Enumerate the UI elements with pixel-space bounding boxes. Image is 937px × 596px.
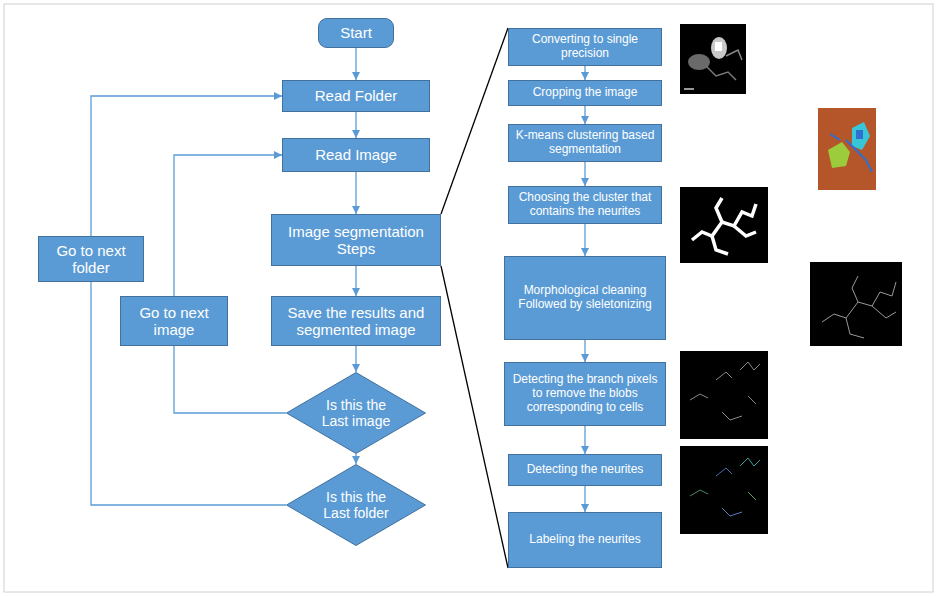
process-box: Save the results and segmented image bbox=[271, 296, 441, 346]
loop-arrow bbox=[174, 155, 282, 296]
diamond-shape bbox=[287, 373, 426, 454]
node-text: Read Image bbox=[315, 146, 397, 163]
node-text: Is this the Last image bbox=[313, 397, 400, 429]
process-box: Read Image bbox=[282, 138, 430, 172]
loop-arrow bbox=[91, 96, 282, 236]
step-box: K-means clustering based segmentation bbox=[508, 124, 662, 162]
loop-line bbox=[174, 346, 286, 413]
node-text: Is this the Last folder bbox=[313, 489, 400, 521]
flow-arrow bbox=[355, 172, 356, 214]
flow-arrow bbox=[584, 106, 585, 124]
flow-arrow bbox=[584, 426, 585, 454]
node-text: Cropping the image bbox=[533, 86, 638, 100]
page-frame bbox=[4, 4, 933, 592]
node-text: Morphological cleaning Followed by slele… bbox=[511, 284, 659, 312]
decision-diamond: Is this the Last folder bbox=[286, 464, 426, 546]
node-text: Converting to single precision bbox=[515, 33, 655, 61]
node-text: Read Folder bbox=[315, 87, 398, 104]
node-text: K-means clustering based segmentation bbox=[515, 129, 655, 157]
skeleton-thumbnail bbox=[810, 262, 902, 346]
flow-arrow bbox=[584, 66, 585, 80]
flow-arrow bbox=[584, 340, 585, 362]
node-text: Go to next folder bbox=[45, 242, 137, 277]
diamond-shape bbox=[287, 465, 426, 546]
node-text: Detecting the branch pixels to remove th… bbox=[511, 373, 659, 414]
process-box: Image segmentation Steps bbox=[271, 214, 441, 266]
flow-arrow bbox=[355, 112, 356, 138]
zoom-line bbox=[441, 266, 508, 568]
node-text: Labeling the neurites bbox=[529, 533, 640, 547]
branch-pixels-thumbnail bbox=[680, 351, 768, 439]
step-box: Labeling the neurites bbox=[508, 512, 662, 568]
flow-arrow bbox=[584, 486, 585, 512]
step-box: Cropping the image bbox=[508, 80, 662, 106]
loop-line bbox=[91, 282, 286, 505]
process-box: Read Folder bbox=[282, 80, 430, 112]
raw-image-thumbnail bbox=[680, 24, 746, 94]
node-text: Choosing the cluster that contains the n… bbox=[515, 191, 655, 219]
process-box: Go to next folder bbox=[38, 236, 144, 282]
step-box: Converting to single precision bbox=[508, 28, 662, 66]
decision-diamond: Is this the Last image bbox=[286, 372, 426, 454]
kmeans-thumbnail bbox=[818, 108, 876, 190]
zoom-line bbox=[441, 28, 508, 214]
step-box: Detecting the branch pixels to remove th… bbox=[504, 362, 666, 426]
flow-arrow bbox=[355, 48, 356, 80]
node-text: Detecting the neurites bbox=[527, 463, 644, 477]
node-text: Save the results and segmented image bbox=[278, 304, 434, 339]
step-box: Detecting the neurites bbox=[508, 454, 662, 486]
node-text: Start bbox=[340, 24, 372, 41]
neurite-cluster-thumbnail bbox=[680, 187, 768, 263]
flow-arrow bbox=[355, 454, 356, 464]
node-text: Go to next image bbox=[127, 304, 221, 339]
flow-arrow bbox=[355, 346, 356, 372]
labeled-neurites-thumbnail bbox=[680, 446, 768, 534]
flow-arrow bbox=[584, 224, 585, 256]
flow-arrow bbox=[355, 266, 356, 296]
node-text: Image segmentation Steps bbox=[278, 223, 434, 258]
start-terminal: Start bbox=[318, 18, 394, 48]
step-box: Choosing the cluster that contains the n… bbox=[508, 186, 662, 224]
process-box: Go to next image bbox=[120, 296, 228, 346]
flow-arrow bbox=[584, 162, 585, 186]
step-box: Morphological cleaning Followed by slele… bbox=[504, 256, 666, 340]
